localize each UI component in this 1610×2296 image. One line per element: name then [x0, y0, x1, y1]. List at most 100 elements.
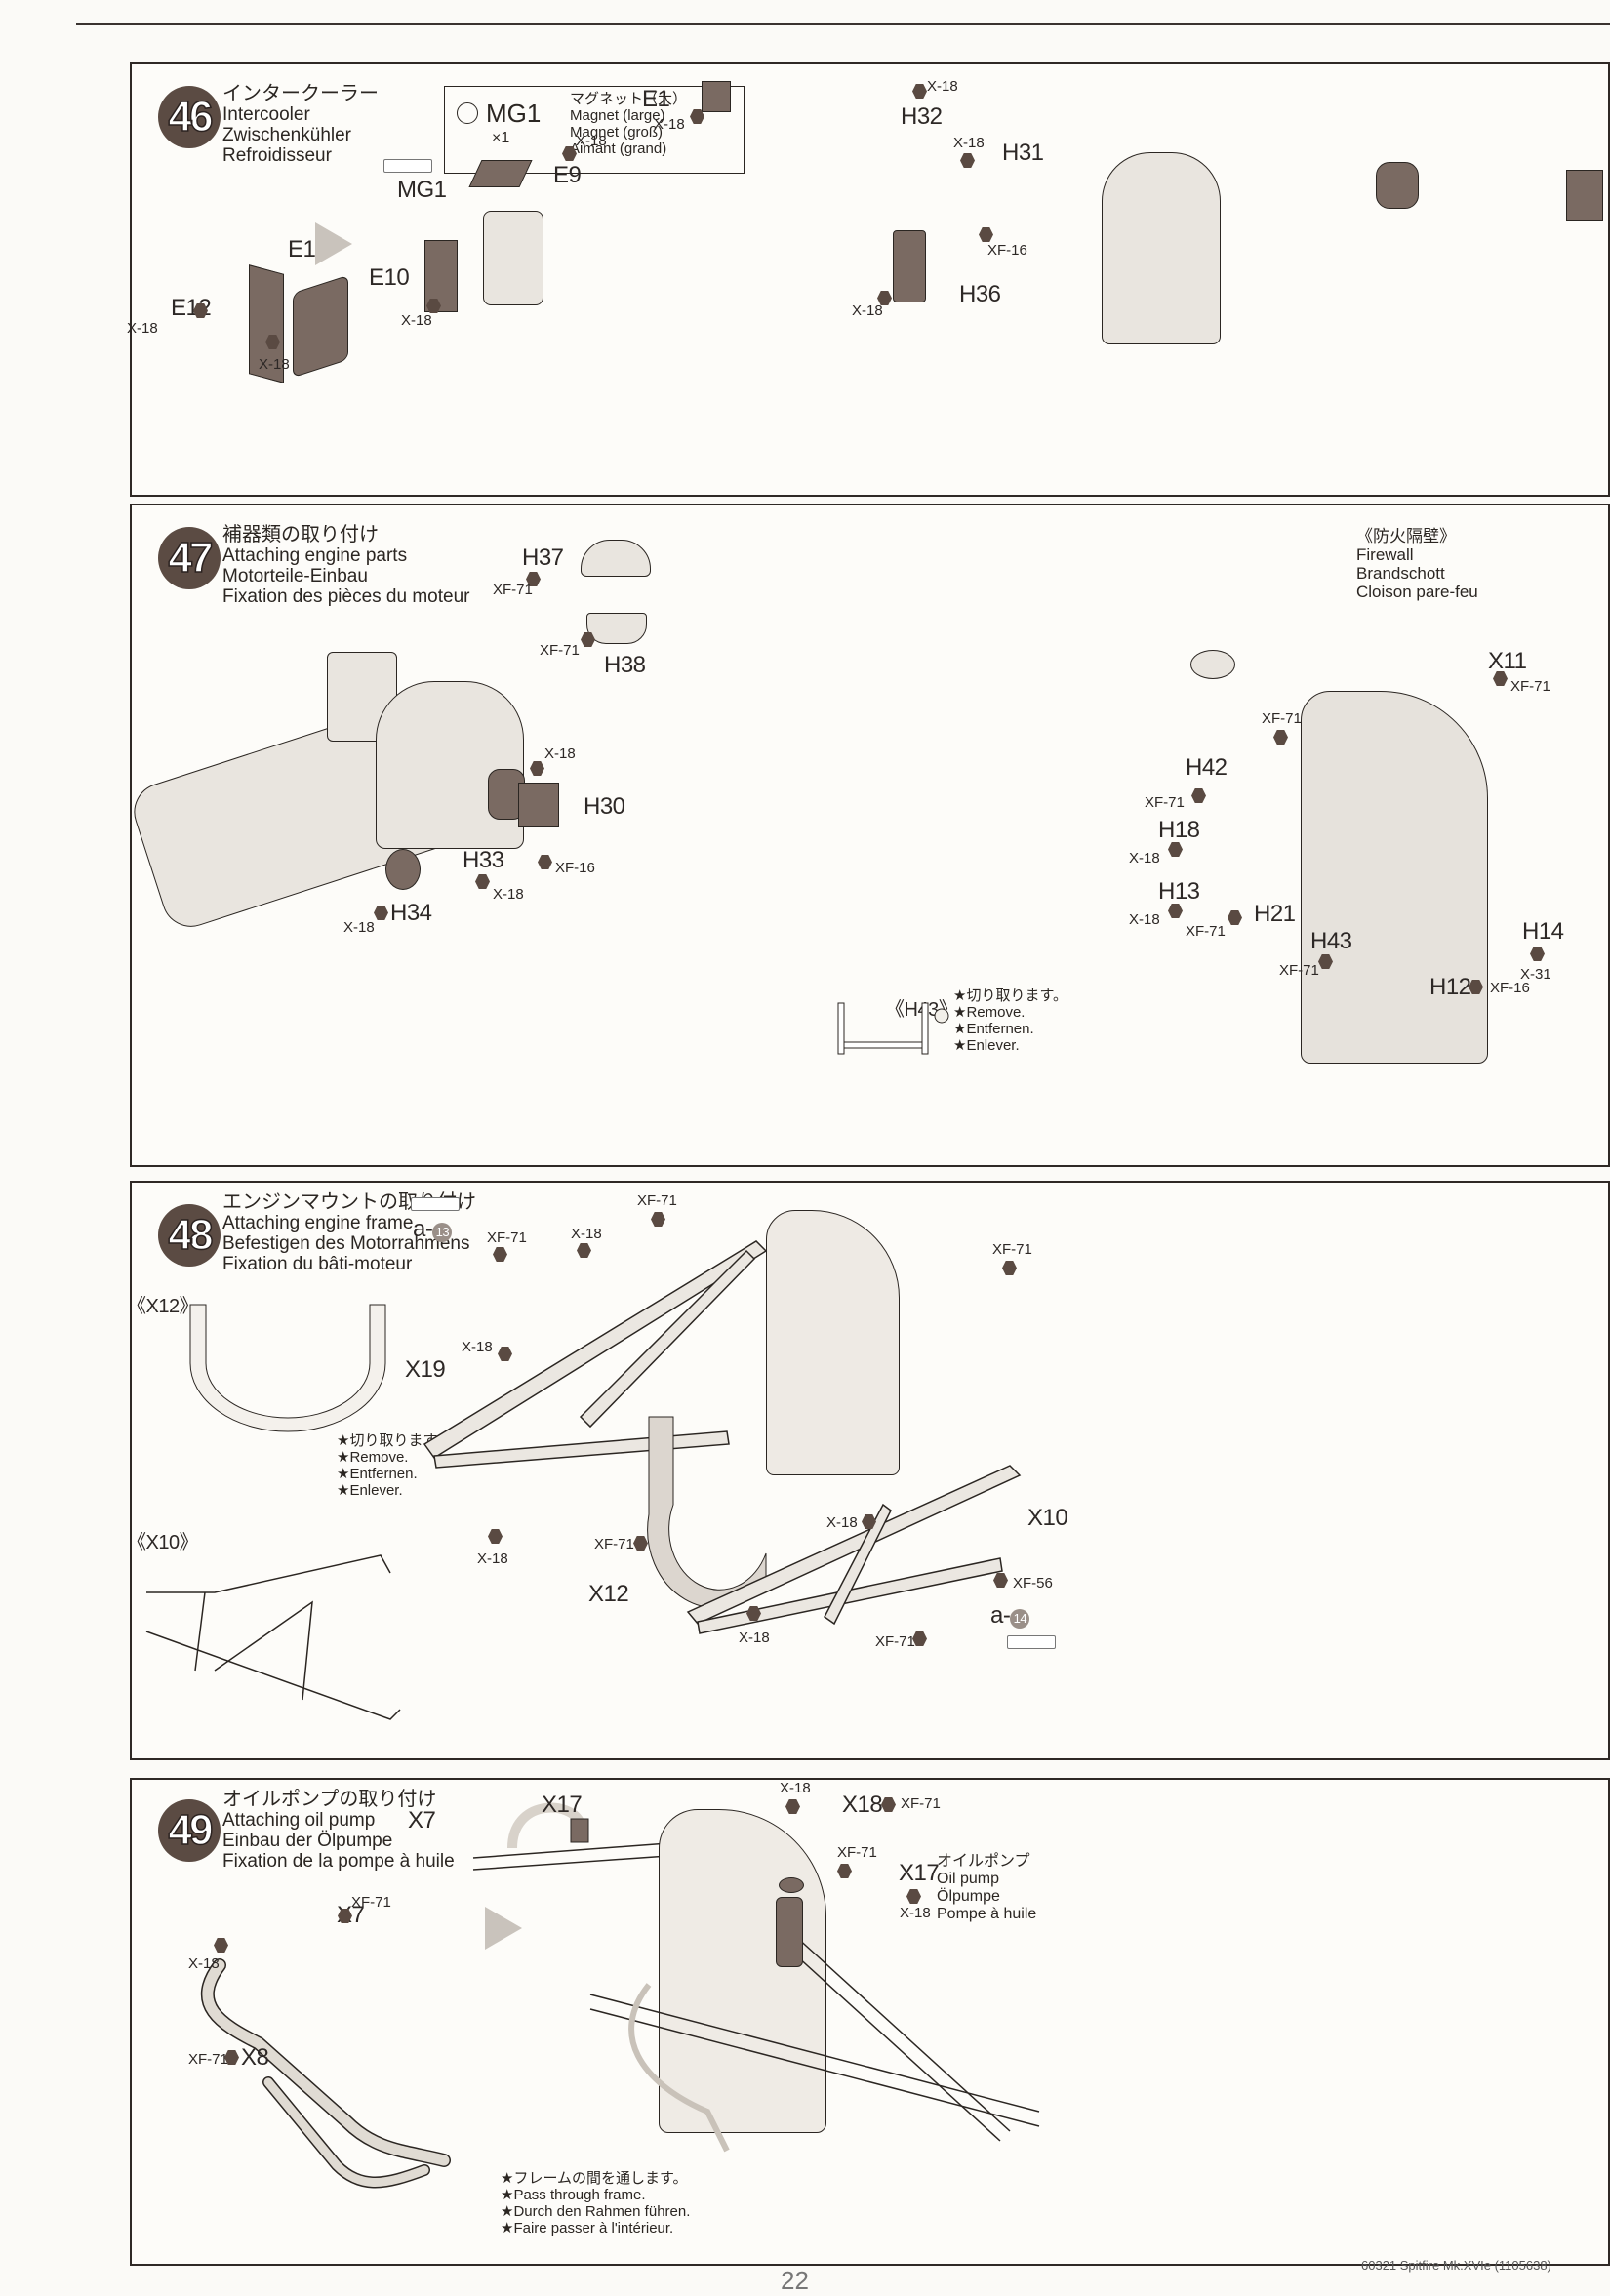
- part-e9-drawing: [468, 160, 533, 187]
- paint-chip-icon: [214, 1938, 228, 1953]
- label-h13: H13: [1158, 878, 1200, 905]
- engine-rear-casing-drawing: [1102, 152, 1221, 344]
- part-e1-drawing: [702, 81, 731, 112]
- pass-note-en: ★Pass through frame.: [501, 2187, 646, 2203]
- label-a13: a-13: [413, 1216, 453, 1243]
- paint-chip-icon: [906, 1889, 921, 1904]
- paint-chip-icon: [1530, 947, 1545, 961]
- magnet-desc-fr: Aimant (grand): [570, 141, 667, 157]
- step-48-panel: 48 エンジンマウントの取り付け Attaching engine frame …: [127, 1181, 1610, 1760]
- paint-chip-icon: [538, 855, 552, 869]
- paint-h42: XF-71: [1145, 794, 1185, 811]
- step-title-fr: Fixation du bâti-moteur: [222, 1254, 413, 1274]
- magnet-desc-de: Magnet (groß): [570, 124, 664, 141]
- paint-chip-icon: [633, 1536, 648, 1551]
- glue-tube-icon: [383, 159, 432, 173]
- oil-pump-de: Ölpumpe: [937, 1888, 1000, 1905]
- pass-note-de: ★Durch den Rahmen führen.: [501, 2203, 691, 2220]
- label-mg1: MG1: [397, 177, 447, 203]
- paint-x7-joint: X-18: [188, 1955, 220, 1972]
- paint-x10-clamp: X-18: [826, 1514, 858, 1531]
- detail-x10-label: 《X10》: [127, 1532, 199, 1553]
- oil-tank-drawing: [1190, 650, 1235, 679]
- paint-e9: X-18: [576, 133, 607, 149]
- h43-detail-drawing: [837, 1002, 949, 1055]
- paint-chip-icon: [746, 1606, 761, 1621]
- paint-chip-icon: [1469, 980, 1483, 994]
- paint-chip-icon: [1168, 904, 1183, 918]
- remove-note-jp: ★切り取ります。: [953, 987, 1067, 1004]
- part-oil-pump-drawing: [776, 1897, 803, 1967]
- paint-chip-icon: [224, 2050, 239, 2065]
- paint-h21: XF-71: [1186, 923, 1226, 940]
- step-title-de: Einbau der Ölpumpe: [222, 1831, 393, 1851]
- paint-chip-icon: [581, 632, 595, 647]
- label-h33: H33: [463, 847, 504, 873]
- paint-h31-top: X-18: [953, 135, 985, 151]
- label-x10: X10: [1027, 1505, 1068, 1531]
- label-h34: H34: [390, 900, 432, 926]
- magnet-description: マグネット（大） Magnet (large) Magnet (groß) Ai…: [570, 91, 687, 157]
- label-x19: X19: [405, 1356, 446, 1383]
- engine-frame-drawing: [589, 1935, 1040, 2153]
- label-e1: E1: [642, 86, 670, 112]
- paint-x18: XF-71: [901, 1795, 941, 1812]
- magnet-part-id: MG1: [486, 99, 542, 128]
- paint-h14: X-31: [1520, 966, 1551, 983]
- paint-chip-icon: [651, 1212, 665, 1227]
- label-h36: H36: [959, 281, 1001, 307]
- paint-h34: X-18: [343, 919, 375, 936]
- label-h12: H12: [1429, 974, 1471, 1000]
- paint-chip-icon: [426, 299, 441, 313]
- paint-chip-icon: [498, 1347, 512, 1361]
- part-x7-x8-drawing: [200, 1958, 451, 2189]
- remove-note-en: ★Remove.: [953, 1004, 1026, 1021]
- part-h34-drawing: [385, 849, 421, 890]
- page-top-rule: [76, 23, 1610, 25]
- paint-chip-icon: [912, 84, 927, 99]
- paint-chip-icon: [488, 1529, 503, 1544]
- firewall-assembly-drawing: [766, 1210, 900, 1475]
- step-46-panel: 46 インタークーラー Intercooler Zwischenkühler R…: [127, 62, 1610, 497]
- part-x11-firewall-drawing: [1301, 691, 1488, 1064]
- part-x10-drawing: [686, 1465, 1022, 1634]
- paint-x19-clamp: X-18: [462, 1339, 493, 1355]
- paint-chip-icon: [1273, 730, 1288, 745]
- step-title-de: Motorteile-Einbau: [222, 566, 368, 586]
- paint-x19-round: X-18: [477, 1551, 508, 1567]
- next-stage-arrow-icon: [485, 1907, 522, 1950]
- magnet-circle-icon: [457, 102, 478, 124]
- magnet-desc-jp: マグネット（大）: [570, 91, 688, 107]
- remove-note-fr: ★Enlever.: [953, 1037, 1020, 1054]
- paint-chip-icon: [877, 291, 892, 305]
- remove-note-de: ★Entfernen.: [953, 1021, 1034, 1037]
- step-number-badge: 49: [158, 1799, 221, 1862]
- intercooler-body-drawing: [483, 211, 543, 305]
- paint-chip-icon: [1002, 1261, 1017, 1275]
- remove-note-en: ★Remove.: [337, 1449, 409, 1466]
- label-h42: H42: [1186, 754, 1228, 781]
- label-e10: E10: [369, 264, 410, 291]
- step-title-jp: インタークーラー: [222, 83, 379, 104]
- paint-e1: X-18: [654, 116, 685, 133]
- step-title-en: Attaching engine parts: [222, 545, 408, 566]
- step-49-panel: 49 オイルポンプの取り付け Attaching oil pump Einbau…: [130, 1778, 1610, 2266]
- paint-h42-top: XF-71: [1262, 710, 1302, 727]
- paint-h31-bottom: XF-16: [987, 242, 1027, 259]
- paint-h37: XF-71: [493, 582, 533, 598]
- label-h30: H30: [584, 793, 625, 820]
- label-x7-detail: X7: [408, 1807, 436, 1833]
- paint-h12: XF-16: [1490, 980, 1530, 996]
- paint-chip-icon: [1228, 910, 1242, 925]
- paint-x8: XF-71: [188, 2051, 228, 2068]
- paint-chip-icon: [690, 109, 704, 124]
- magnet-desc-en: Magnet (large): [570, 107, 665, 124]
- paint-chip-icon: [837, 1864, 852, 1878]
- step-title-de: Zwischenkühler: [222, 125, 351, 145]
- step-title-block: オイルポンプの取り付け Attaching oil pump Einbau de…: [222, 1790, 455, 1873]
- paint-chip-icon: [881, 1797, 896, 1812]
- detail-x12-label: 《X12》: [127, 1296, 199, 1317]
- paint-x10-xf56: XF-56: [1013, 1575, 1053, 1591]
- label-x17-detail: X17: [542, 1792, 583, 1818]
- paint-chip-icon: [562, 146, 577, 161]
